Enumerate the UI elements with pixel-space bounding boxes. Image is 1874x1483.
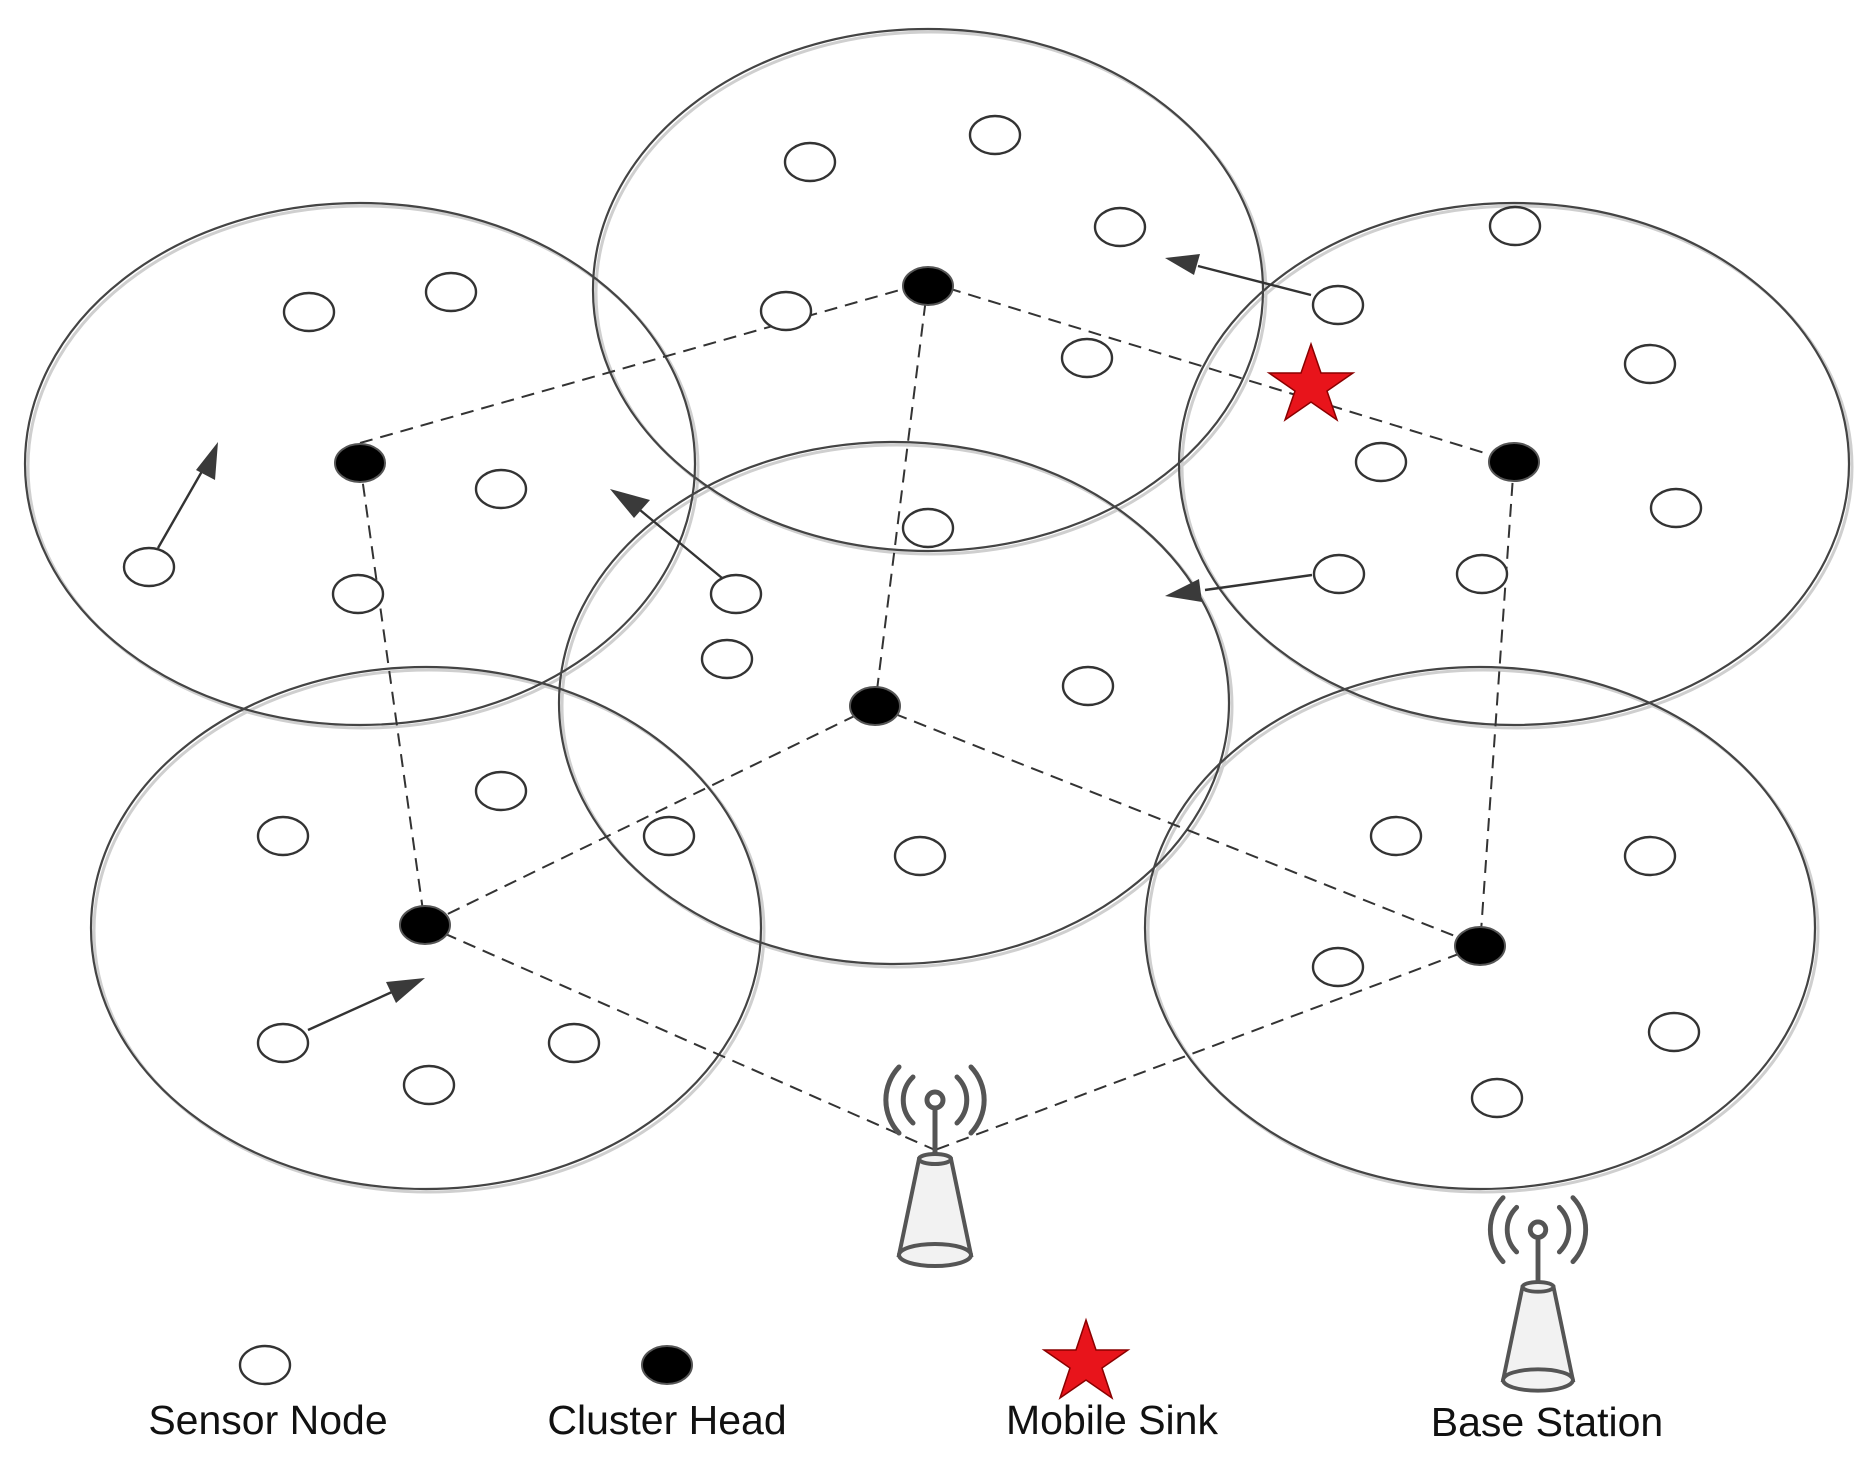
sensor-node xyxy=(282,291,336,333)
sensor-node xyxy=(700,638,754,680)
legend-sensor-node-label: Sensor Node xyxy=(148,1397,387,1443)
sensor-node xyxy=(1060,337,1114,379)
sensor-node xyxy=(642,815,696,857)
sensor-node xyxy=(1647,1011,1701,1053)
cluster-head xyxy=(902,266,954,306)
sensor-nodes xyxy=(122,114,1703,1119)
cluster-top-left xyxy=(23,201,697,727)
sensor-node xyxy=(1311,946,1365,988)
legend-cluster-head-icon xyxy=(641,1345,693,1385)
cluster-top-right xyxy=(1177,201,1851,727)
sensor-node xyxy=(1061,665,1115,707)
legend-sensor-node-icon xyxy=(238,1344,292,1386)
arrow-head xyxy=(1165,254,1200,275)
cluster-head xyxy=(849,686,901,726)
movement-arrows xyxy=(156,254,1313,1032)
sensor-node xyxy=(783,141,837,183)
cluster-boundaries xyxy=(23,27,1854,1194)
sensor-node xyxy=(1455,553,1509,595)
sensor-node xyxy=(1470,1077,1524,1119)
sensor-node xyxy=(968,114,1022,156)
sensor-node xyxy=(122,546,176,588)
cluster-center xyxy=(557,440,1231,966)
arrow-head xyxy=(386,978,425,1003)
legend-base-station-label: Base Station xyxy=(1431,1399,1664,1445)
sensor-node xyxy=(893,835,947,877)
legend-mobile-sink-star-icon xyxy=(1041,1317,1131,1400)
sensor-node xyxy=(474,468,528,510)
mobile-sink-star-icon xyxy=(1266,341,1356,422)
sensor-node xyxy=(256,815,310,857)
cluster-bottom-left xyxy=(89,665,763,1191)
sensor-node xyxy=(547,1022,601,1064)
arrow-head xyxy=(1165,579,1202,602)
sensor-node xyxy=(331,573,385,615)
sensor-node xyxy=(1093,206,1147,248)
arrow-head xyxy=(196,442,218,480)
cluster-head xyxy=(334,443,386,483)
communication-links xyxy=(359,281,1515,1151)
sensor-node xyxy=(759,290,813,332)
sensor-node xyxy=(402,1064,456,1106)
sensor-node xyxy=(901,507,955,549)
legend-mobile-sink-label: Mobile Sink xyxy=(1006,1397,1218,1443)
sensor-node xyxy=(474,770,528,812)
legend-cluster-head-label: Cluster Head xyxy=(547,1397,786,1443)
sensor-node xyxy=(709,573,763,615)
sensor-node xyxy=(1311,284,1365,326)
sensor-node xyxy=(424,271,478,313)
cluster-head xyxy=(1488,442,1540,482)
sensor-node xyxy=(1369,815,1423,857)
legend: Sensor Node Cluster Head Mobile Sink Bas… xyxy=(148,1198,1663,1445)
sensor-node xyxy=(1649,487,1703,529)
arrow-head xyxy=(610,489,650,518)
cluster-heads xyxy=(334,266,1540,966)
legend-base-station-tower-icon xyxy=(1490,1198,1585,1391)
sensor-node xyxy=(1488,205,1542,247)
cluster-head xyxy=(1454,926,1506,966)
cluster-head xyxy=(399,905,451,945)
base-station-tower-icon xyxy=(886,1067,984,1266)
cluster-bottom-right xyxy=(1143,665,1817,1191)
sensor-node xyxy=(1312,553,1366,595)
sensor-node xyxy=(1623,835,1677,877)
sensor-node xyxy=(256,1022,310,1064)
sensor-node xyxy=(1623,343,1677,385)
sensor-node xyxy=(1354,441,1408,483)
